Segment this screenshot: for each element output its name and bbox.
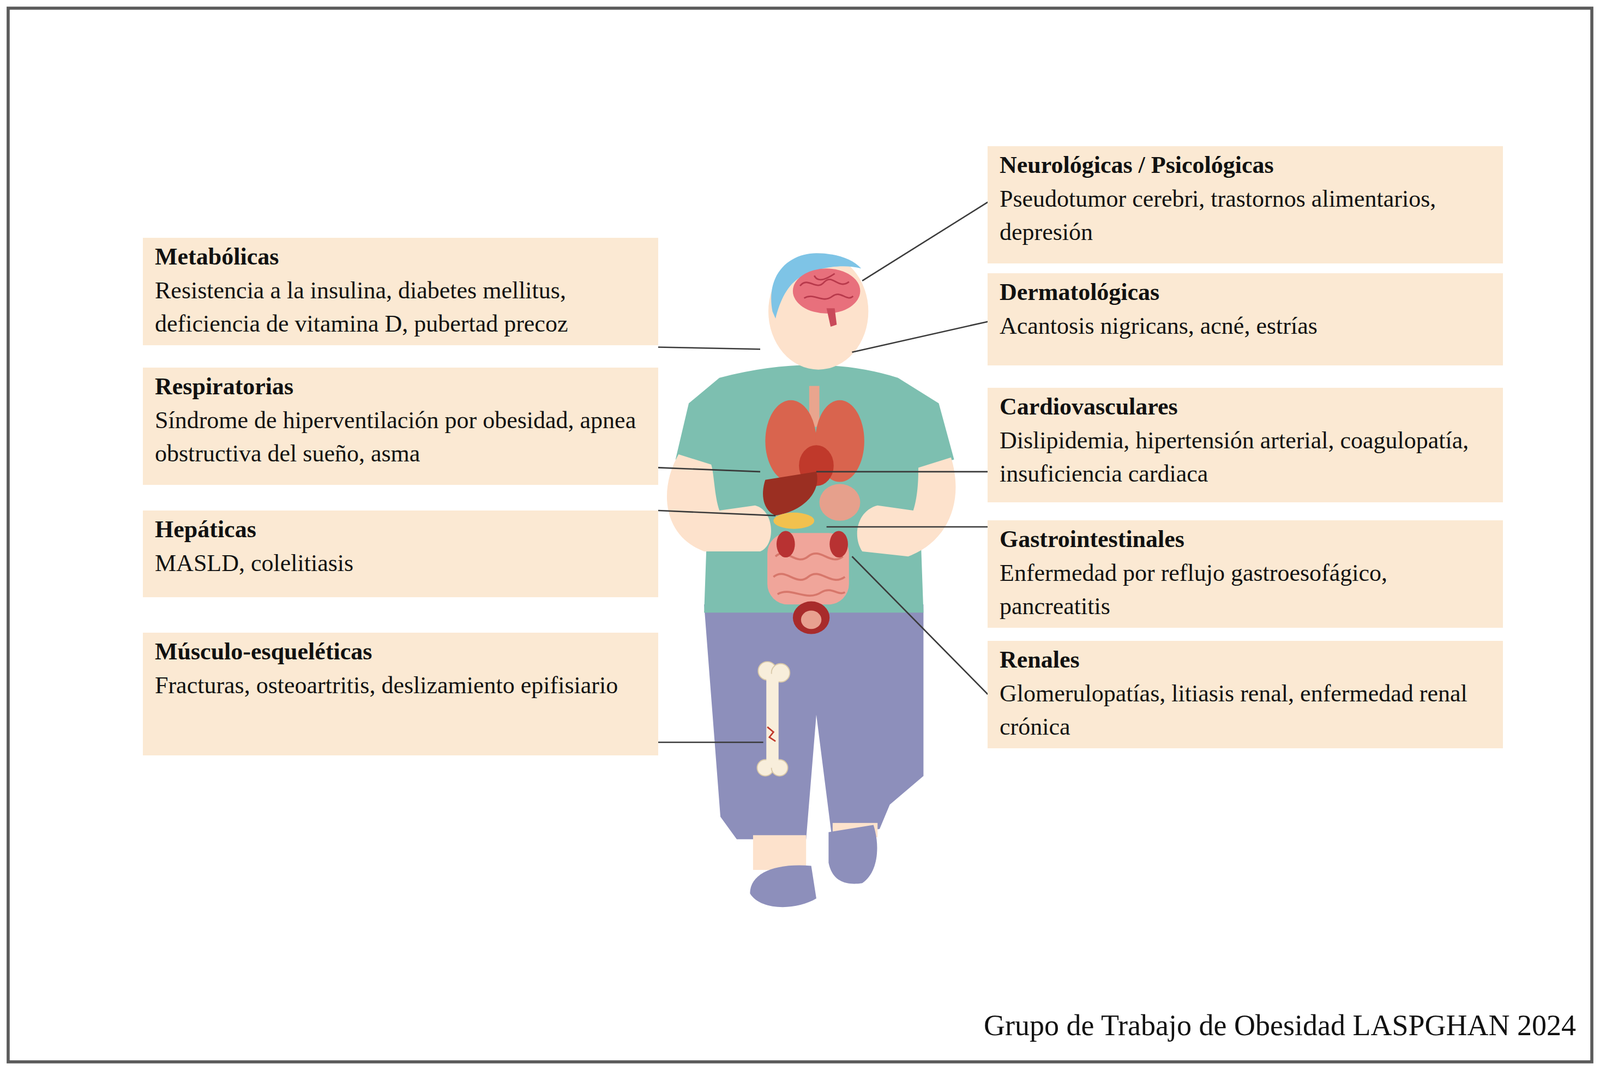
leader-line bbox=[658, 741, 764, 744]
leader-lines bbox=[658, 202, 988, 743]
leader-line bbox=[658, 467, 761, 472]
complication-box: CardiovascularesDislipidemia, hipertensi… bbox=[987, 387, 1503, 503]
liver bbox=[762, 471, 818, 516]
pancreas bbox=[773, 512, 815, 529]
leader-line bbox=[816, 471, 988, 473]
leg bbox=[753, 834, 806, 870]
category-heading: Metabólicas bbox=[154, 239, 647, 274]
stomach bbox=[819, 483, 861, 521]
complication-list: Fracturas, osteoartritis, deslizamiento … bbox=[154, 668, 647, 703]
outer-frame bbox=[8, 8, 1592, 1062]
complication-list: Acantosis nigricans, acné, estrías bbox=[999, 309, 1491, 344]
complication-list: MASLD, colelitiasis bbox=[154, 546, 647, 581]
complication-list: Dislipidemia, hipertensión arterial, coa… bbox=[999, 423, 1491, 491]
fracture-mark bbox=[767, 726, 776, 742]
complication-list: Síndrome de hiperventilación por obesida… bbox=[154, 403, 647, 471]
brain-folds bbox=[800, 273, 853, 300]
complication-box: RenalesGlomerulopatías, litiasis renal, … bbox=[987, 640, 1503, 749]
complication-box: Músculo-esqueléticasFracturas, osteoartr… bbox=[142, 632, 659, 756]
bladder bbox=[792, 601, 830, 635]
complication-box: HepáticasMASLD, colelitiasis bbox=[142, 510, 659, 598]
category-heading: Hepáticas bbox=[154, 512, 647, 547]
category-heading: Gastrointestinales bbox=[999, 522, 1491, 557]
category-heading: Respiratorias bbox=[154, 369, 647, 404]
category-heading: Renales bbox=[999, 642, 1491, 677]
shoe bbox=[828, 825, 877, 884]
complication-box: Neurológicas / PsicológicasPseudotumor c… bbox=[987, 146, 1503, 264]
source-credit: Grupo de Trabajo de Obesidad LASPGHAN 20… bbox=[983, 1007, 1577, 1044]
category-heading: Cardiovasculares bbox=[999, 389, 1491, 424]
complication-box: GastrointestinalesEnfermedad por reflujo… bbox=[987, 520, 1503, 628]
kidney bbox=[776, 530, 796, 558]
leader-line bbox=[851, 556, 988, 695]
leader-line bbox=[862, 202, 988, 281]
complication-box: DermatológicasAcantosis nigricans, acné,… bbox=[987, 273, 1503, 366]
shirt bbox=[675, 364, 955, 613]
complication-box: MetabólicasResistencia a la insulina, di… bbox=[142, 237, 659, 346]
shoe bbox=[749, 864, 817, 907]
category-heading: Músculo-esqueléticas bbox=[154, 634, 647, 669]
bladder-inner bbox=[801, 610, 822, 629]
leader-line bbox=[826, 526, 989, 528]
bone-shaft bbox=[766, 674, 779, 768]
pants bbox=[704, 604, 924, 840]
femur bbox=[756, 661, 790, 777]
complication-list: Enfermedad por reflujo gastroesofágico, … bbox=[999, 556, 1491, 624]
hair bbox=[771, 253, 862, 319]
leader-line bbox=[851, 321, 988, 353]
complication-list: Pseudotumor cerebri, trastornos alimenta… bbox=[999, 182, 1491, 250]
complication-list: Resistencia a la insulina, diabetes mell… bbox=[154, 273, 647, 341]
leader-line bbox=[658, 346, 761, 350]
intestine-loops bbox=[773, 553, 845, 596]
leader-line bbox=[658, 510, 776, 516]
brain bbox=[792, 268, 860, 314]
category-heading: Dermatológicas bbox=[999, 275, 1491, 310]
brainstem bbox=[826, 308, 838, 327]
complication-list: Glomerulopatías, litiasis renal, enferme… bbox=[999, 676, 1491, 744]
kidney bbox=[829, 530, 848, 558]
complication-box: RespiratoriasSíndrome de hiperventilació… bbox=[142, 367, 659, 485]
category-heading: Neurológicas / Psicológicas bbox=[999, 148, 1491, 183]
